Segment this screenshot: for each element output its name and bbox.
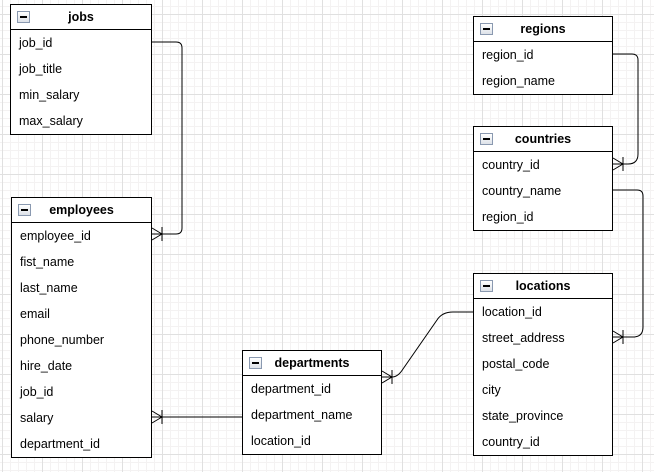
field-row-department_id[interactable]: department_id — [251, 382, 331, 396]
relationship-line[interactable] — [613, 189, 644, 338]
crows-foot-many-marker — [151, 410, 163, 424]
crows-foot-many-marker — [612, 330, 624, 344]
field-row-min_salary[interactable]: min_salary — [19, 88, 80, 102]
minus-icon — [252, 362, 259, 364]
table-title: departments — [274, 356, 350, 370]
field-row-country_id[interactable]: country_id — [482, 158, 540, 172]
field-row-city[interactable]: city — [482, 383, 501, 397]
field-row-hire_date[interactable]: hire_date — [20, 359, 73, 373]
table-title: jobs — [68, 10, 94, 24]
field-row-job_id[interactable]: job_id — [20, 385, 54, 399]
field-row-region_id[interactable]: region_id — [482, 210, 534, 224]
field-row-location_id[interactable]: location_id — [482, 305, 542, 319]
table-title: countries — [514, 132, 572, 146]
relationship-regions.region_id-countries.country_id[interactable] — [612, 53, 639, 171]
collapse-icon[interactable] — [480, 23, 493, 35]
collapse-icon[interactable] — [17, 11, 30, 23]
relationship-line[interactable] — [613, 53, 639, 165]
field-row-max_salary[interactable]: max_salary — [19, 114, 83, 128]
collapse-icon[interactable] — [18, 204, 31, 216]
collapse-icon[interactable] — [249, 357, 262, 369]
field-row-street_address[interactable]: street_address — [482, 331, 565, 345]
table-header-departments[interactable]: departments — [243, 351, 381, 376]
field-row-country_id[interactable]: country_id — [482, 435, 540, 449]
minus-icon — [483, 28, 490, 30]
collapse-icon[interactable] — [480, 133, 493, 145]
field-row-phone_number[interactable]: phone_number — [20, 333, 105, 347]
table-jobs[interactable]: jobs job_id job_title min_salary max_salary — [10, 4, 152, 135]
table-header-jobs[interactable]: jobs — [11, 5, 151, 30]
field-row-region_id[interactable]: region_id — [482, 48, 534, 62]
table-title: regions — [520, 22, 566, 36]
field-row-last_name[interactable]: last_name — [20, 281, 78, 295]
table-header-locations[interactable]: locations — [474, 274, 612, 299]
crows-foot-many-marker — [381, 370, 393, 384]
field-row-postal_code[interactable]: postal_code — [482, 357, 550, 371]
field-row-salary[interactable]: salary — [20, 411, 54, 425]
relationship-jobs.job_id-employees.employee_id[interactable] — [151, 41, 183, 241]
field-row-job_id[interactable]: job_id — [19, 36, 53, 50]
minus-icon — [483, 285, 490, 287]
minus-icon — [483, 138, 490, 140]
collapse-icon[interactable] — [480, 280, 493, 292]
table-header-countries[interactable]: countries — [474, 127, 612, 152]
table-title: employees — [49, 203, 114, 217]
field-row-fist_name[interactable]: fist_name — [20, 255, 75, 269]
table-countries[interactable]: countries country_id country_name region_id — [473, 126, 613, 231]
crows-foot-many-marker — [612, 157, 624, 171]
field-row-country_name[interactable]: country_name — [482, 184, 562, 198]
field-row-job_title[interactable]: job_title — [19, 62, 63, 76]
relationship-line[interactable] — [152, 41, 183, 235]
minus-icon — [20, 16, 27, 18]
field-row-department_name[interactable]: department_name — [251, 408, 353, 422]
table-regions[interactable]: regions region_id region_name — [473, 16, 613, 95]
relationship-departments.department_name-employees.salary[interactable] — [151, 410, 242, 424]
field-row-department_id[interactable]: department_id — [20, 437, 100, 451]
table-header-regions[interactable]: regions — [474, 17, 612, 42]
crows-foot-many-marker — [151, 227, 163, 241]
field-row-region_name[interactable]: region_name — [482, 74, 555, 88]
field-row-location_id[interactable]: location_id — [251, 434, 311, 448]
relationship-line[interactable] — [391, 311, 473, 378]
minus-icon — [21, 209, 28, 211]
field-row-state_province[interactable]: state_province — [482, 409, 564, 423]
table-header-employees[interactable]: employees — [12, 198, 151, 223]
field-row-email[interactable]: email — [20, 307, 50, 321]
table-title: locations — [515, 279, 571, 293]
relationship-locations.location_id-departments.department_id[interactable] — [381, 311, 473, 384]
relationship-countries.country_name-locations.street_address[interactable] — [612, 189, 644, 344]
field-row-employee_id[interactable]: employee_id — [20, 229, 91, 243]
